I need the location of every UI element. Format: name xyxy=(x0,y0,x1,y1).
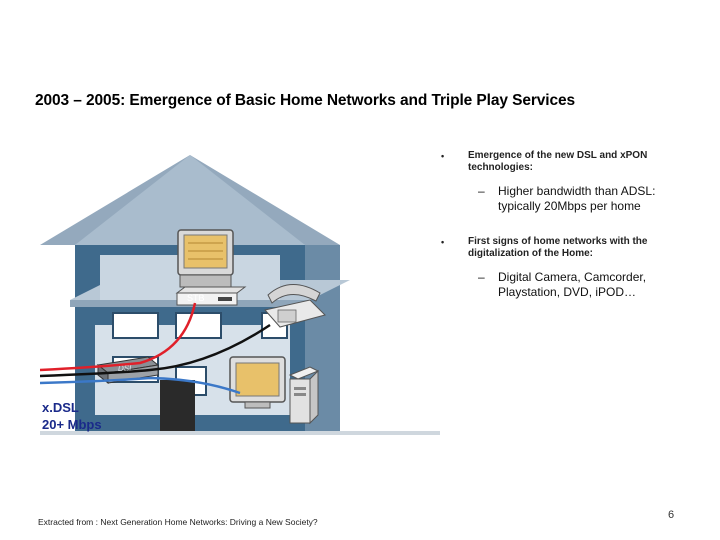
source-footnote: Extracted from : Next Generation Home Ne… xyxy=(38,517,318,527)
tv-icon xyxy=(177,229,234,288)
sub-bullet-text: Higher bandwidth than ADSL: typically 20… xyxy=(498,184,656,213)
xdsl-label: x.DSL 20+ Mbps xyxy=(42,399,162,433)
set-top-box-icon: STB xyxy=(175,286,247,306)
stb-label: STB xyxy=(187,293,205,303)
dsl-label: DSL xyxy=(118,364,134,373)
bullet-item: • First signs of home networks with the … xyxy=(438,236,688,260)
bullet-item: • Emergence of the new DSL and xPON tech… xyxy=(438,150,688,174)
bullet-text: Emergence of the new DSL and xPON techno… xyxy=(468,150,648,173)
bullet-marker: • xyxy=(441,151,445,161)
bullet-text: First signs of home networks with the di… xyxy=(468,236,648,259)
network-lines xyxy=(40,302,271,395)
sub-bullet-item: – Digital Camera, Camcorder, Playstation… xyxy=(438,270,688,300)
sub-bullet-marker: – xyxy=(478,184,485,198)
sub-bullet-marker: – xyxy=(478,270,485,284)
telephone-icon xyxy=(264,284,326,328)
bullet-marker: • xyxy=(441,237,445,247)
bullet-list: • Emergence of the new DSL and xPON tech… xyxy=(438,150,688,300)
pc-tower-icon xyxy=(288,366,320,425)
xdsl-label-line2: 20+ Mbps xyxy=(42,417,102,432)
sub-bullet-item: – Higher bandwidth than ADSL: typically … xyxy=(438,184,688,214)
page-number: 6 xyxy=(668,509,675,521)
slide-title: 2003 – 2005: Emergence of Basic Home Net… xyxy=(35,92,576,109)
home-network-illustration: STB DSL xyxy=(40,155,440,435)
computer-monitor-icon xyxy=(229,356,286,409)
sub-bullet-text: Digital Camera, Camcorder, Playstation, … xyxy=(498,270,647,299)
xdsl-label-line1: x.DSL xyxy=(42,400,79,415)
